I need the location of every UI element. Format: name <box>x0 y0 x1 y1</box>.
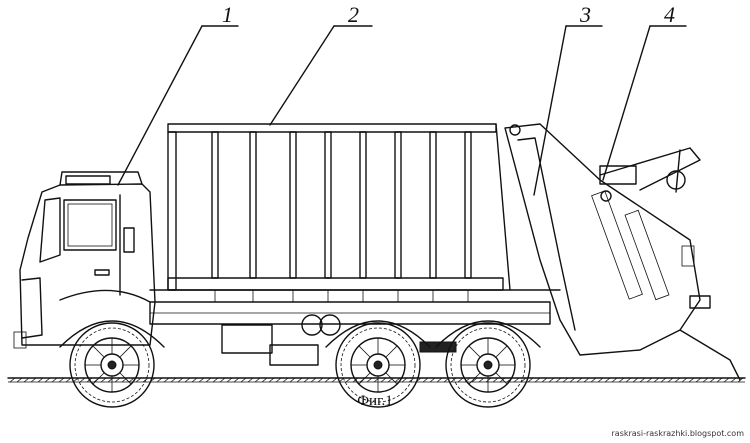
callout-4-label: 4 <box>664 2 675 27</box>
watermark-text: raskrasi-raskrazhki.blogspot.com <box>611 429 745 438</box>
leader-lines <box>117 25 687 196</box>
ground <box>7 377 746 383</box>
wheel-2 <box>325 320 431 408</box>
chassis-frame <box>149 289 561 325</box>
compactor-tailgate <box>504 123 741 381</box>
callout-2-label: 2 <box>348 2 359 27</box>
wheels <box>59 320 541 408</box>
loader-arm <box>599 147 701 202</box>
wheel-3 <box>435 320 541 408</box>
cargo-body <box>167 123 511 302</box>
figure-caption: Фиг.1 <box>357 393 393 409</box>
wheel-1 <box>59 320 165 408</box>
cab <box>13 171 156 349</box>
frame-equipment <box>221 314 457 366</box>
callout-1-label: 1 <box>222 2 233 27</box>
callout-3-label: 3 <box>579 2 591 27</box>
